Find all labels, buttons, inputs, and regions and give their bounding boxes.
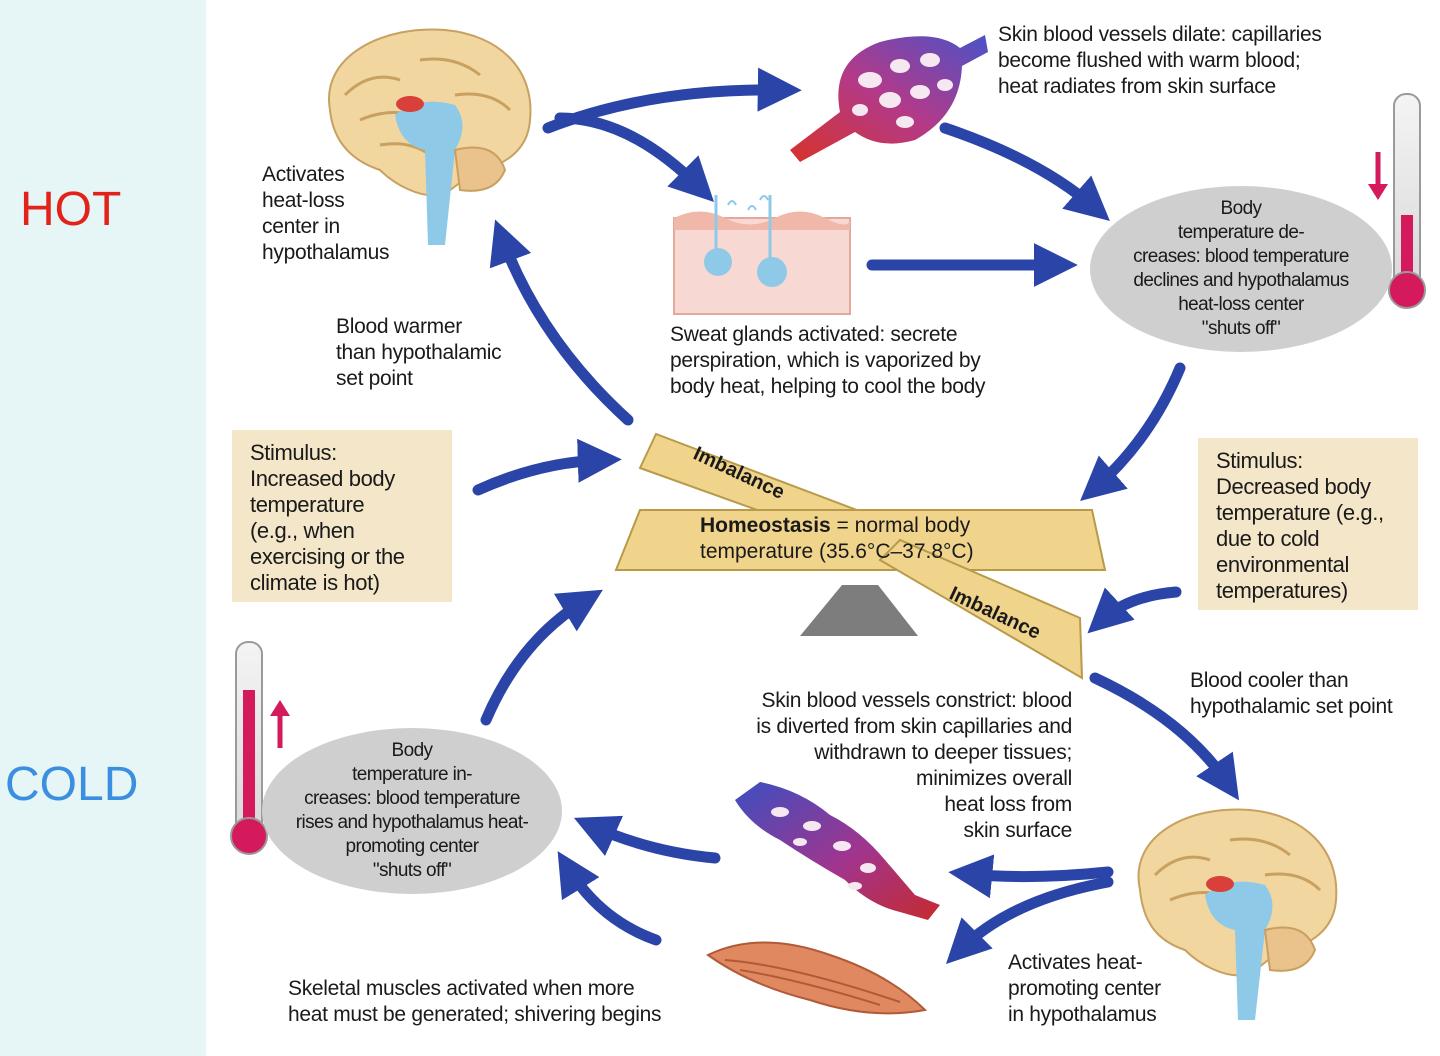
arrow-brain-to-sweat [554, 112, 715, 202]
sidebar: HOT COLD [0, 0, 206, 1056]
homeostasis-rest: = normal body [831, 514, 971, 537]
blood-cooler-label: Blood cooler than hypothalamic set point [1190, 669, 1393, 718]
brain-top-icon [327, 28, 532, 246]
arrow-stimulus-cold-to-seesaw [1087, 586, 1182, 634]
fulcrum [800, 585, 918, 636]
blood-warmer-label: Blood warmer than hypothalamic set point [336, 315, 502, 390]
homeostasis-line2: temperature (35.6°C–37.8°C) [700, 540, 974, 563]
temp-increases-oval: Body temperature in- creases: blood temp… [262, 728, 562, 894]
heat-loss-center-label: Activates heat-loss center in hypothalam… [262, 163, 390, 264]
arrow-muscle-to-temp-increase [557, 851, 662, 946]
arrow-brain-to-constrict [948, 854, 1114, 899]
arrow-vessels-to-temp-decrease [939, 122, 1110, 222]
homeostasis-line1: Homeostasis = normal body [700, 514, 971, 537]
seesaw: Imbalance Imbalance Homeostasis = normal… [614, 432, 1107, 680]
flow-arrows [472, 67, 1240, 964]
arrow-temp-increase-to-seesaw [480, 589, 603, 726]
arrow-temp-decrease-to-seesaw [1080, 362, 1186, 502]
skin-vessels-constrict-label: Skin blood vessels constrict: blood is d… [756, 689, 1072, 842]
stimulus-increase-box: Stimulus: Increased body temperature (e.… [232, 430, 452, 602]
thermometer-falling-icon [1368, 93, 1426, 309]
dilated-vessels-icon [790, 35, 988, 162]
thermometer-rising-icon [230, 641, 290, 855]
constricted-vessels-icon [735, 782, 940, 920]
arrow-seesaw-to-heatpromote-brain [1089, 672, 1240, 801]
skeletal-muscles-label: Skeletal muscles activated when more hea… [288, 977, 662, 1026]
arrow-stimulus-hot-to-seesaw [472, 438, 622, 496]
brain-bottom-icon [1137, 808, 1338, 1020]
muscle-icon [706, 941, 928, 1015]
temp-decreases-label: Body temperature de- creases: blood temp… [1133, 198, 1349, 339]
skin-vessels-dilate-label: Skin blood vessels dilate: capillaries b… [998, 23, 1322, 98]
cold-label: COLD [5, 758, 139, 811]
arrow-constrict-to-temp-increase [573, 815, 721, 864]
hot-label: HOT [20, 183, 122, 236]
homeostasis-bold: Homeostasis [700, 514, 831, 537]
sweat-glands-label: Sweat glands activated: secrete perspira… [670, 323, 986, 398]
heat-promoting-center-label: Activates heat- promoting center in hypo… [1008, 951, 1161, 1026]
temp-increases-label: Body temperature in- creases: blood temp… [295, 740, 529, 881]
arrow-seesaw-to-heatloss-brain [489, 219, 634, 426]
sweat-gland-icon [673, 195, 851, 315]
temp-decreases-oval: Body temperature de- creases: blood temp… [1090, 186, 1392, 352]
imbalance-plank-bottom [878, 538, 1084, 680]
arrow-brain-to-muscle [945, 876, 1114, 964]
stimulus-decrease-box: Stimulus: Decreased body temperature (e.… [1198, 438, 1418, 610]
